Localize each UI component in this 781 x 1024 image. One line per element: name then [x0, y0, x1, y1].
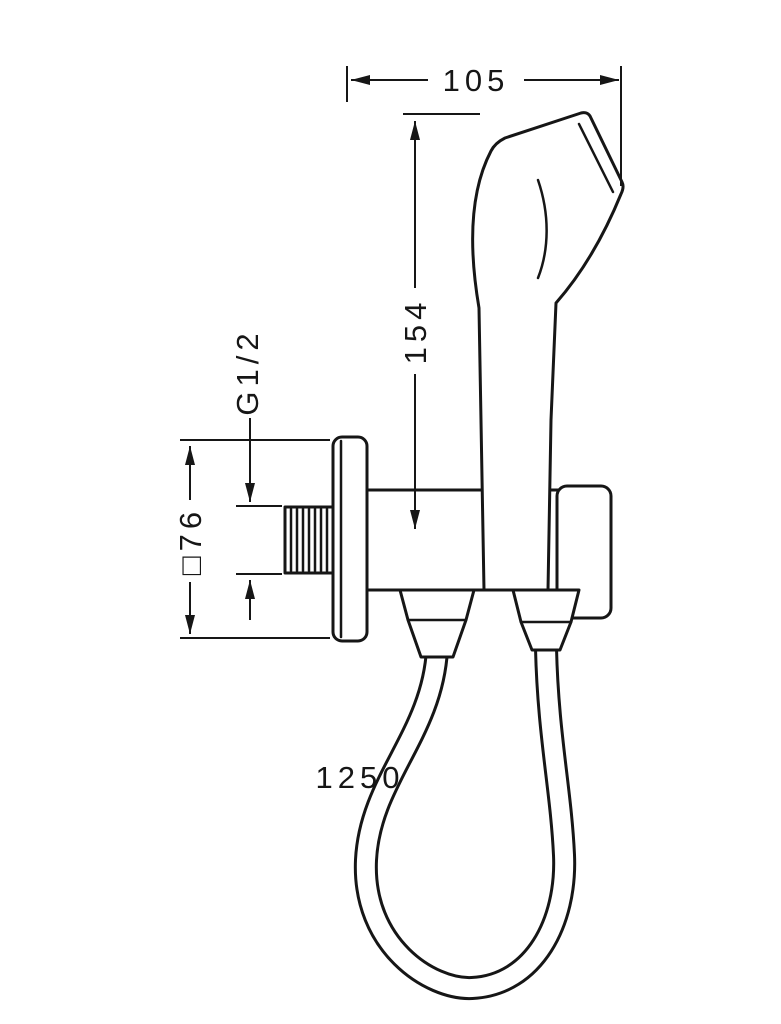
dimension-thread-label: G1/2 [230, 328, 265, 415]
hand-shower [471, 111, 625, 592]
dimension-depth-label: 105 [443, 63, 510, 98]
shower-head-outline [471, 111, 625, 592]
shower-hose [353, 647, 577, 1001]
spray-face-inner-line [577, 122, 615, 194]
hose-connector-outlet [398, 588, 476, 659]
dimension-depth: 105 [346, 63, 622, 186]
dimension-plate-label: □76 [173, 507, 208, 575]
dimension-height: 154 [398, 113, 480, 529]
thread-ribs [289, 507, 329, 573]
dimension-height-label: 154 [398, 298, 433, 365]
wall-plate [331, 435, 369, 643]
dimension-plate: □76 [173, 439, 330, 639]
dimension-hose-length: 1250 [316, 760, 405, 795]
hose-connector-handle [511, 588, 581, 652]
dimension-thread: G1/2 [230, 328, 282, 620]
holder-bracket [555, 484, 613, 620]
head-contour-line [536, 178, 548, 280]
threaded-connector [283, 505, 335, 575]
dimension-hose-length-label: 1250 [316, 760, 405, 795]
